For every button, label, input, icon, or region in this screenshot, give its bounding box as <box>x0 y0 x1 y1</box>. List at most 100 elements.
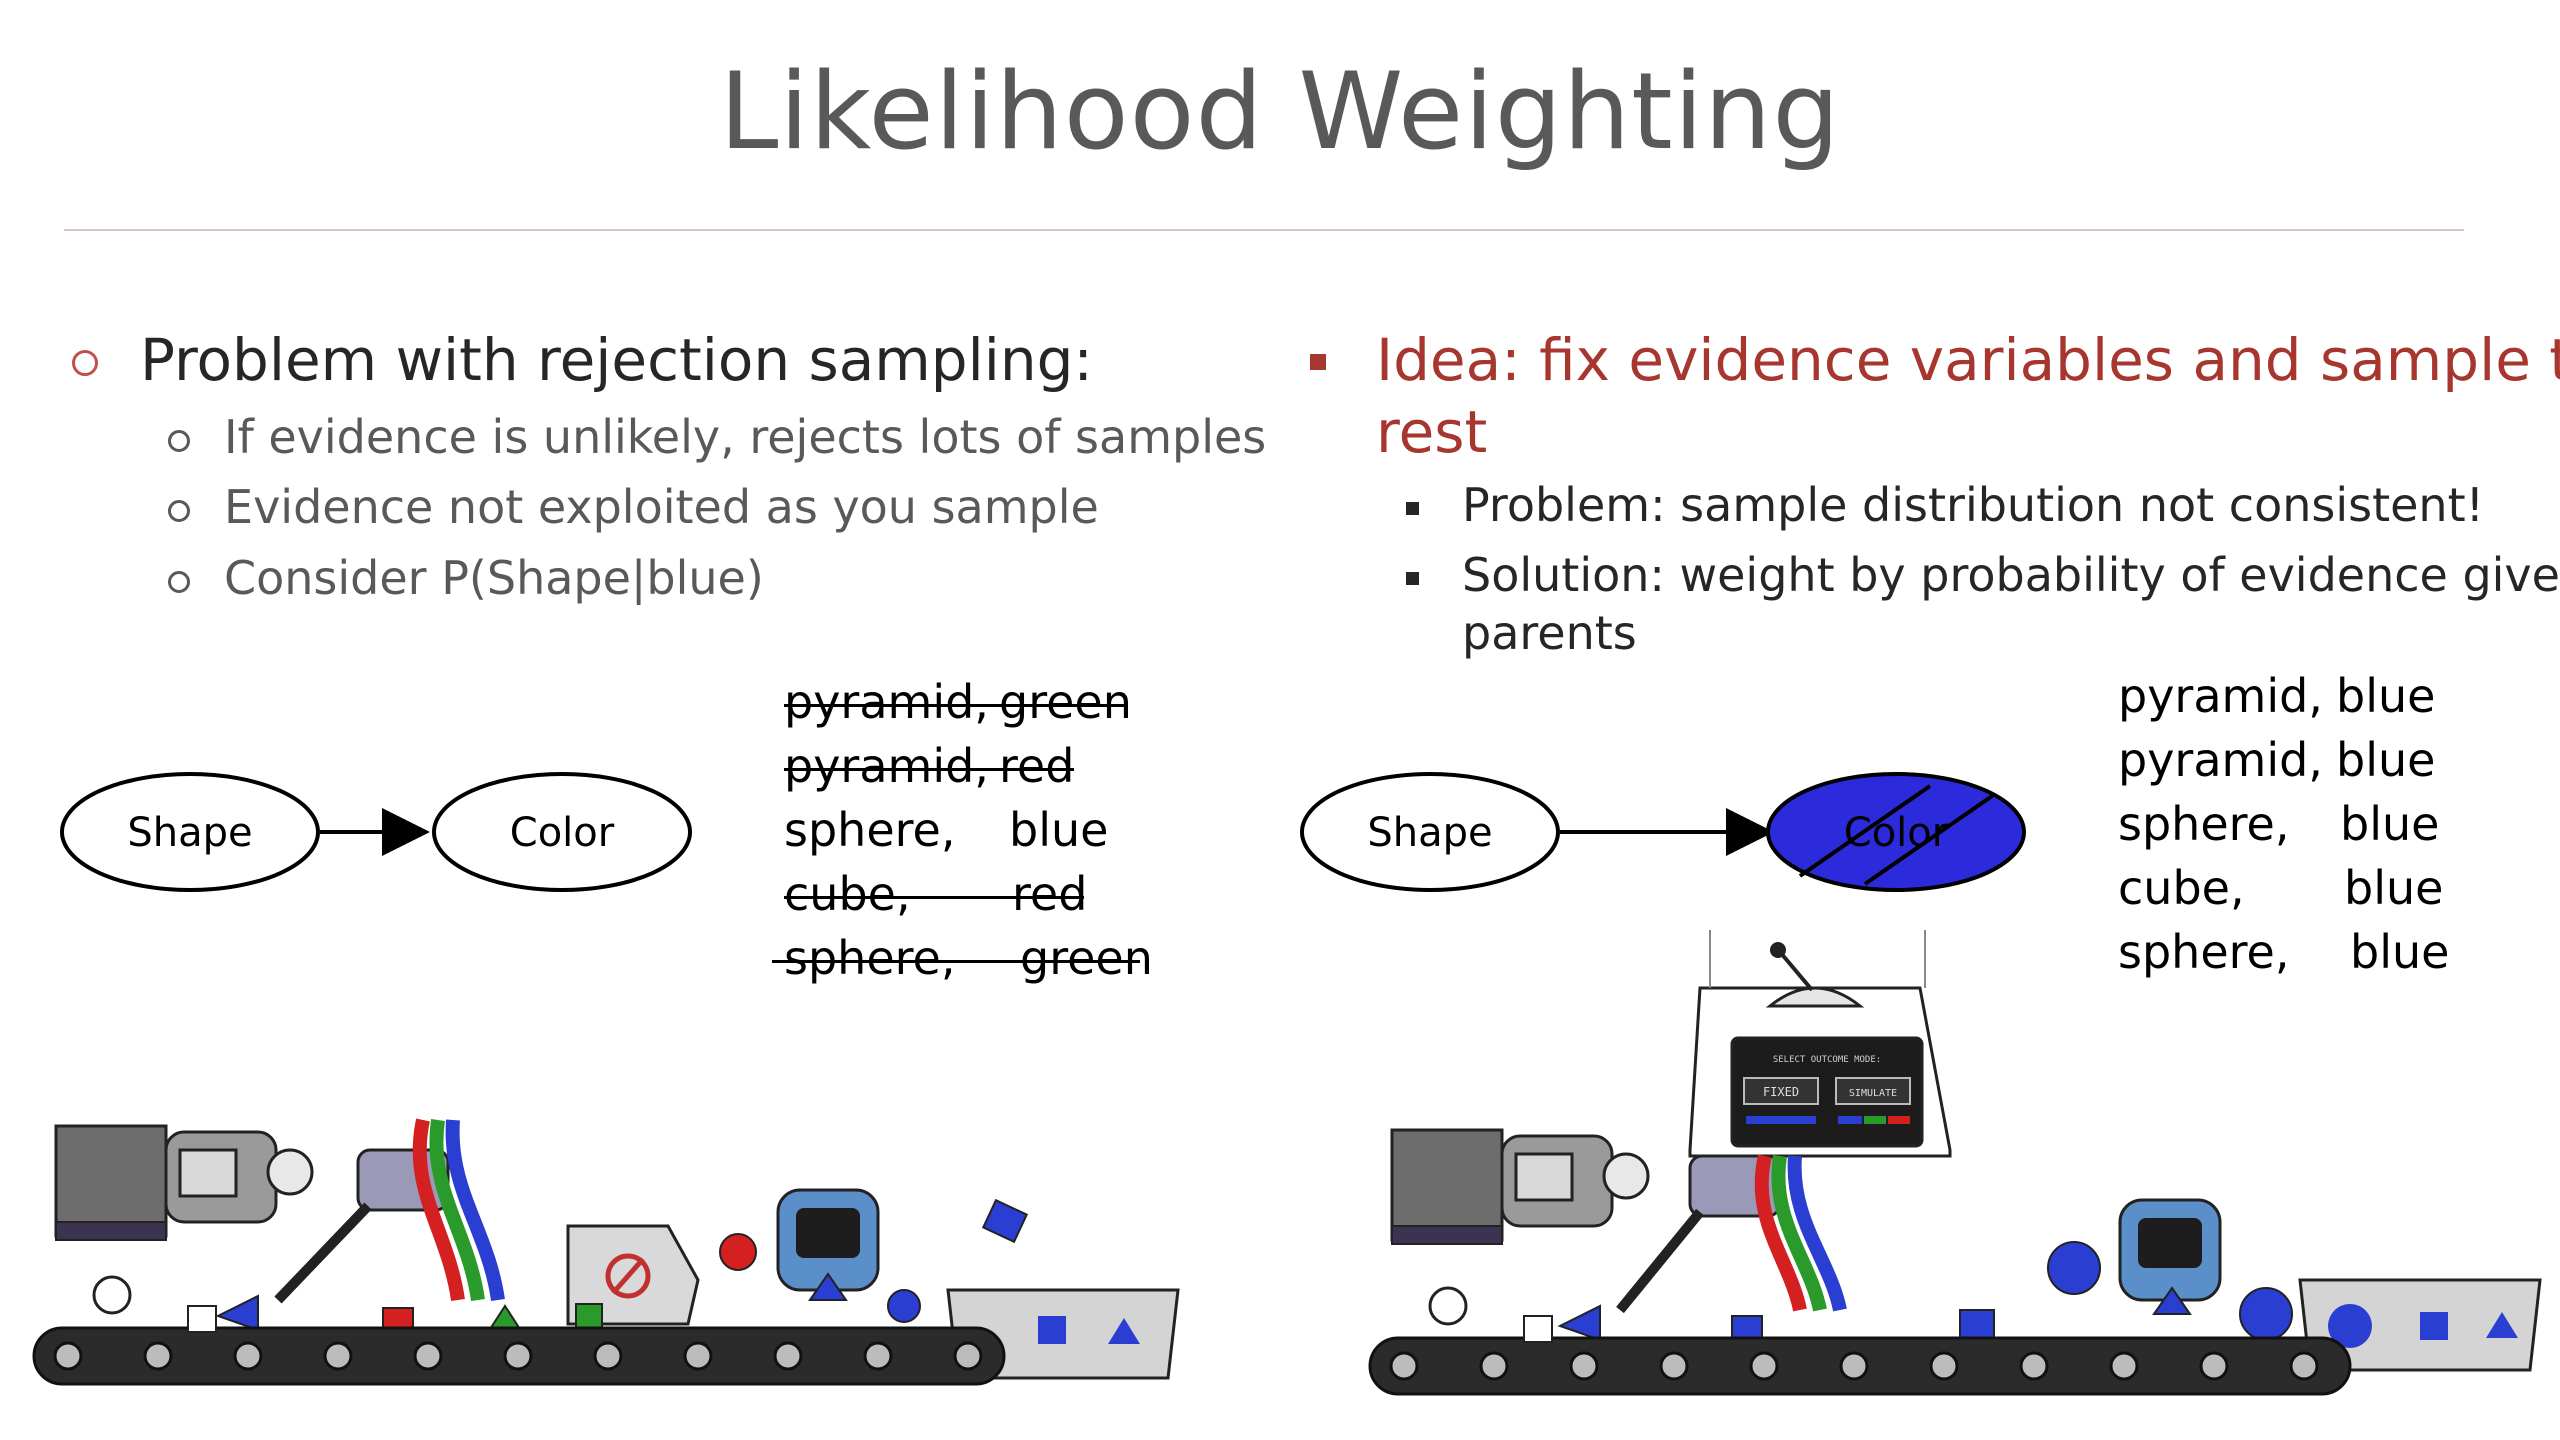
paint-spray <box>1557 1304 1601 1342</box>
sample-row: sphere, blue <box>2118 792 2518 856</box>
reject-symbol-slash <box>611 1257 645 1295</box>
sample-shape: pyramid, <box>2118 669 2323 723</box>
dispenser-window <box>1514 1152 1574 1202</box>
sample-color: green <box>999 675 1132 729</box>
strikethrough-line <box>784 768 1074 771</box>
right-bayes-net-diagram: Shape Color <box>1300 772 2026 892</box>
sample-row: cube, blue <box>2118 856 2518 920</box>
machine-lever <box>1778 950 1814 992</box>
inspector-screen <box>796 1208 860 1258</box>
fixed-mode-label: FIXED <box>1763 1085 1799 1099</box>
sample-shape: sphere, <box>784 803 956 857</box>
screen-header-text: SELECT OUTCOME MODE: <box>1773 1055 1881 1065</box>
red-paint-tube <box>1754 1154 1807 1312</box>
sample-row: sphere, green <box>772 926 1164 990</box>
slide-title: Likelihood Weighting <box>719 50 1841 173</box>
right-point-2-line-2: parents <box>1462 606 1637 660</box>
color-node-label: Color <box>510 810 615 856</box>
green-paint-tube <box>429 1119 485 1301</box>
bullet-square-icon <box>1406 502 1419 515</box>
blue-pyramid-item <box>2152 1286 2192 1315</box>
bullet-circle-icon <box>72 350 98 376</box>
sample-color: blue <box>1009 803 1109 857</box>
likelihood-weighting-factory-illustration: SELECT OUTCOME MODE: FIXED SIMULATE <box>1368 930 2542 1396</box>
indicator-blue <box>1838 1116 1862 1124</box>
sample-row: pyramid, blue <box>2118 664 2518 728</box>
rejection-samples-list: pyramid, green pyramid, red sphere, blue… <box>772 670 1164 990</box>
white-cube-item <box>187 1305 217 1333</box>
simulate-mode-button <box>1835 1077 1911 1105</box>
title-divider <box>64 229 2464 231</box>
sample-color: red <box>999 739 1075 793</box>
blue-pyramid-item <box>808 1272 848 1301</box>
sphere-item <box>1428 1286 1468 1326</box>
sample-color: green <box>1020 931 1153 985</box>
right-heading-line-1: Idea: fix evidence variables and sample … <box>1376 326 2560 394</box>
strikethrough-line <box>784 704 1128 707</box>
conveyor-rollers <box>53 1341 983 1371</box>
green-paint-tube <box>1771 1154 1827 1312</box>
left-point-1: If evidence is unlikely, rejects lots of… <box>224 410 1267 464</box>
lever-knob <box>1770 942 1786 958</box>
green-cube-item <box>575 1303 603 1331</box>
sample-shape: sphere, <box>2118 925 2290 979</box>
sample-row: pyramid, red <box>784 734 1164 798</box>
strikethrough-line <box>784 896 1084 899</box>
right-point-1: Problem: sample distribution not consist… <box>1462 478 2485 532</box>
sample-shape: pyramid, <box>2118 733 2323 787</box>
sample-color: blue <box>2336 669 2436 723</box>
indicator-green <box>1864 1116 1886 1124</box>
flying-blue-cube <box>981 1198 1029 1244</box>
dispenser-base <box>1391 1225 1503 1245</box>
fixed-evidence-slash <box>1863 792 1997 886</box>
sphere-item <box>92 1275 132 1315</box>
dispenser-base <box>55 1221 167 1241</box>
strikethrough-line <box>772 960 1140 963</box>
painter-arm <box>1616 1208 1704 1314</box>
bullet-circle-icon <box>168 500 190 522</box>
fixed-evidence-slash <box>1798 784 1932 878</box>
sample-row: pyramid, green <box>784 670 1164 734</box>
sample-color: blue <box>2350 925 2450 979</box>
dispenser-machine <box>1390 1128 1504 1242</box>
bullet-circle-icon <box>168 571 190 593</box>
left-bayes-net-diagram: Shape Color <box>60 772 692 892</box>
reject-bin <box>566 1224 700 1326</box>
machine-dial <box>1765 986 1865 1008</box>
right-heading-line-2: rest <box>1376 398 1488 466</box>
paint-spray <box>215 1294 259 1332</box>
bullet-circle-icon <box>168 430 190 452</box>
fixed-mode-button <box>1743 1077 1819 1105</box>
inspector-screen <box>2138 1218 2202 1268</box>
dispenser-window <box>178 1148 238 1198</box>
box-pyramid-label <box>1108 1318 1140 1344</box>
sample-color: red <box>1012 867 1088 921</box>
color-evidence-node <box>1766 772 2026 892</box>
shape-node-label: Shape <box>1367 810 1492 856</box>
sample-shape: pyramid, <box>784 739 989 793</box>
weighted-samples-list: pyramid, blue pyramid, blue sphere, blue… <box>2118 664 2518 984</box>
blue-paint-tube <box>445 1119 505 1301</box>
sample-row: sphere, blue <box>784 798 1164 862</box>
red-paint-tube <box>412 1118 465 1301</box>
sample-shape: sphere, <box>784 931 956 985</box>
sample-row: sphere, blue <box>2118 920 2518 984</box>
indicator-red <box>1888 1116 1910 1124</box>
sample-row: cube, red <box>784 862 1164 926</box>
white-cube-item <box>1523 1315 1553 1343</box>
dispenser-knob <box>1602 1152 1650 1200</box>
left-point-3: Consider P(Shape|blue) <box>224 551 764 605</box>
blue-sphere-item <box>887 1289 921 1323</box>
blue-sphere-item <box>2239 1287 2293 1341</box>
blue-cube-item <box>1959 1309 1995 1341</box>
blue-paint-tube <box>1787 1155 1847 1312</box>
color-node <box>432 772 692 892</box>
sample-shape: cube, <box>2118 861 2245 915</box>
sample-shape: pyramid, <box>784 675 989 729</box>
bullet-square-icon <box>1310 354 1326 370</box>
blue-sphere-item <box>2047 1241 2101 1295</box>
rejection-sampling-factory-illustration <box>32 1118 1180 1386</box>
sample-color: blue <box>2336 733 2436 787</box>
box-cube-label <box>1038 1316 1066 1344</box>
conveyor-rollers <box>1389 1351 2319 1381</box>
